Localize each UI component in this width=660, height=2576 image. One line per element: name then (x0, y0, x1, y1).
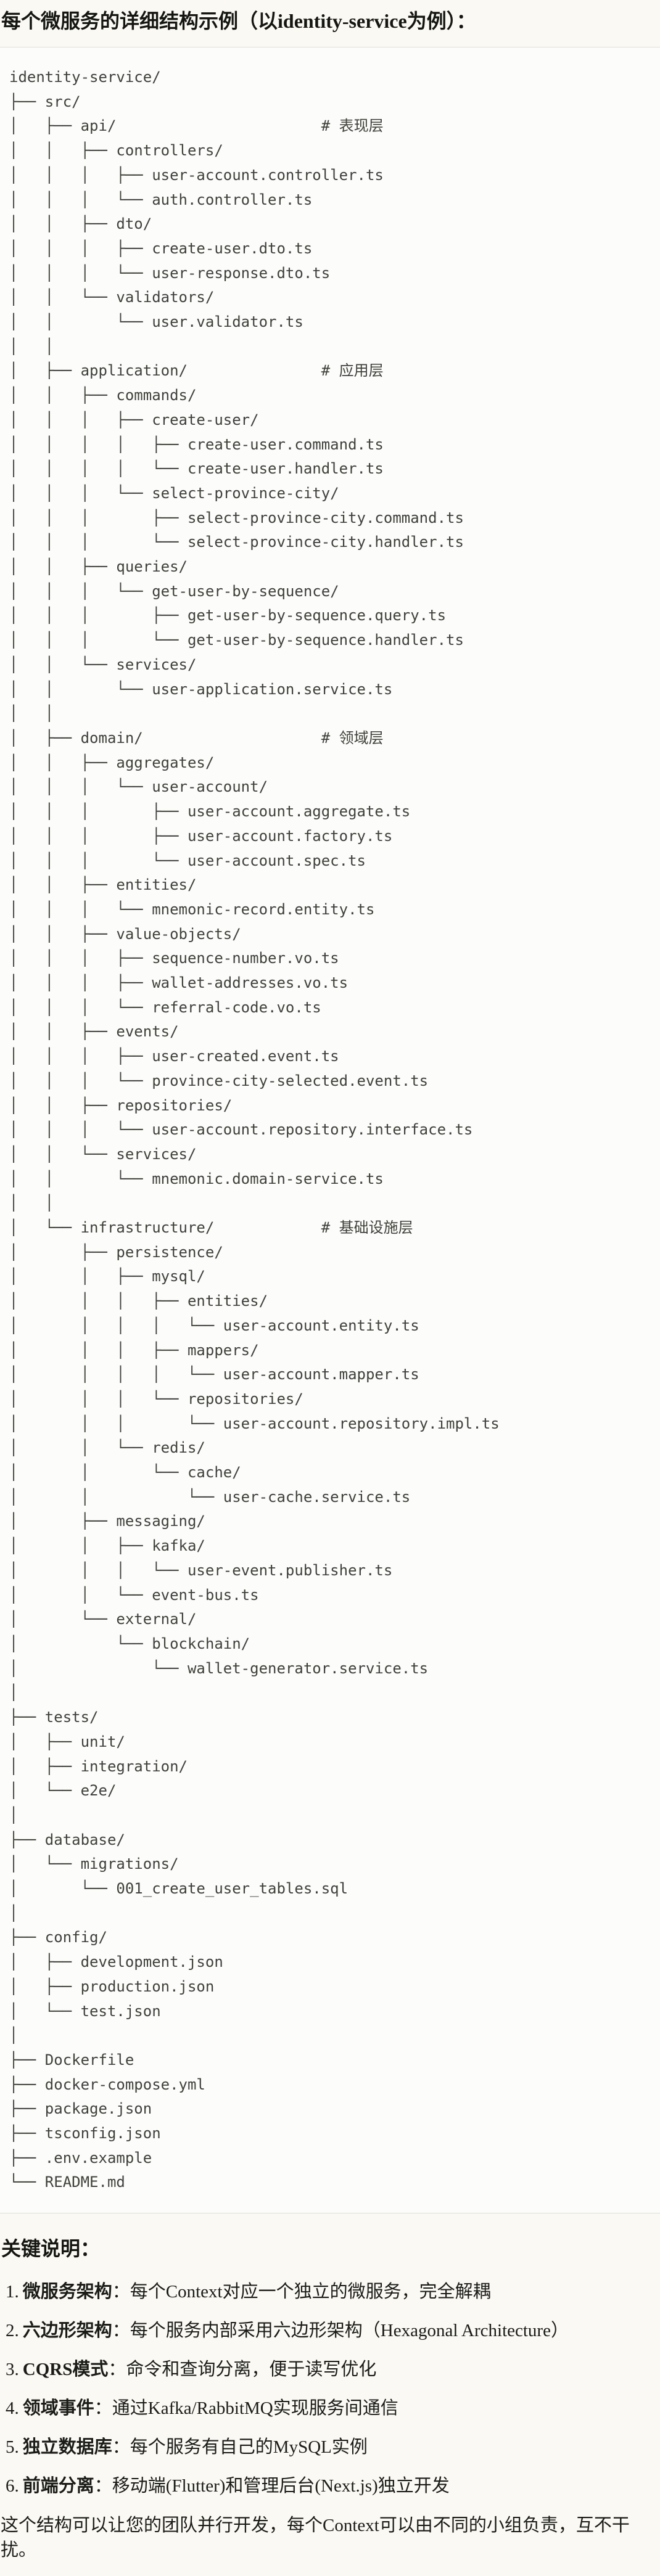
item-text: 每个服务有自己的MySQL实例 (130, 2437, 368, 2458)
item-label: 微服务架构 (22, 2282, 112, 2302)
item-colon: ： (94, 2476, 112, 2496)
item-label: 领域事件 (22, 2398, 94, 2419)
closing-paragraph: 这个结构可以让您的团队并行开发，每个Context可以由不同的小组负责，互不干扰… (1, 2516, 630, 2561)
item-text: 每个Context对应一个独立的微服务，完全解耦 (130, 2282, 491, 2302)
notes-list: 1.微服务架构：每个Context对应一个独立的微服务，完全解耦 2.六边形架构… (0, 2280, 660, 2498)
item-label: 六边形架构 (22, 2321, 112, 2341)
list-item: 5.独立数据库：每个服务有自己的MySQL实例 (6, 2435, 660, 2459)
page-title: 每个微服务的详细结构示例（以identity-service为例）： (1, 10, 476, 32)
list-item: 4.领域事件：通过Kafka/RabbitMQ实现服务间通信 (6, 2397, 660, 2421)
item-colon: ： (108, 2360, 126, 2380)
item-colon: ： (94, 2398, 112, 2419)
list-item: 2.六边形架构：每个服务内部采用六边形架构（Hexagonal Architec… (6, 2319, 660, 2343)
list-item: 3.CQRS模式：命令和查询分离，便于读写优化 (6, 2358, 660, 2382)
directory-tree: identity-service/ ├── src/ │ ├── api/ # … (9, 68, 500, 2191)
item-number: 6. (6, 2476, 19, 2496)
item-text: 通过Kafka/RabbitMQ实现服务间通信 (112, 2398, 398, 2419)
item-colon: ： (112, 2282, 130, 2302)
notes-heading: 关键说明： (1, 2238, 101, 2260)
item-label: CQRS模式 (22, 2360, 109, 2380)
item-label: 独立数据库 (22, 2437, 112, 2458)
code-block: identity-service/ ├── src/ │ ├── api/ # … (0, 47, 660, 2214)
item-number: 2. (6, 2321, 19, 2341)
item-text: 移动端(Flutter)和管理后台(Next.js)独立开发 (112, 2476, 450, 2496)
item-text: 每个服务内部采用六边形架构（Hexagonal Architecture） (130, 2321, 569, 2341)
item-number: 3. (6, 2360, 19, 2380)
item-number: 1. (6, 2282, 19, 2302)
item-label: 前端分离 (22, 2476, 94, 2496)
item-text: 命令和查询分离，便于读写优化 (126, 2360, 377, 2380)
item-colon: ： (112, 2437, 130, 2458)
item-colon: ： (112, 2321, 130, 2341)
item-number: 4. (6, 2398, 19, 2419)
list-item: 1.微服务架构：每个Context对应一个独立的微服务，完全解耦 (6, 2280, 660, 2304)
item-number: 5. (6, 2437, 19, 2458)
list-item: 6.前端分离：移动端(Flutter)和管理后台(Next.js)独立开发 (6, 2474, 660, 2498)
